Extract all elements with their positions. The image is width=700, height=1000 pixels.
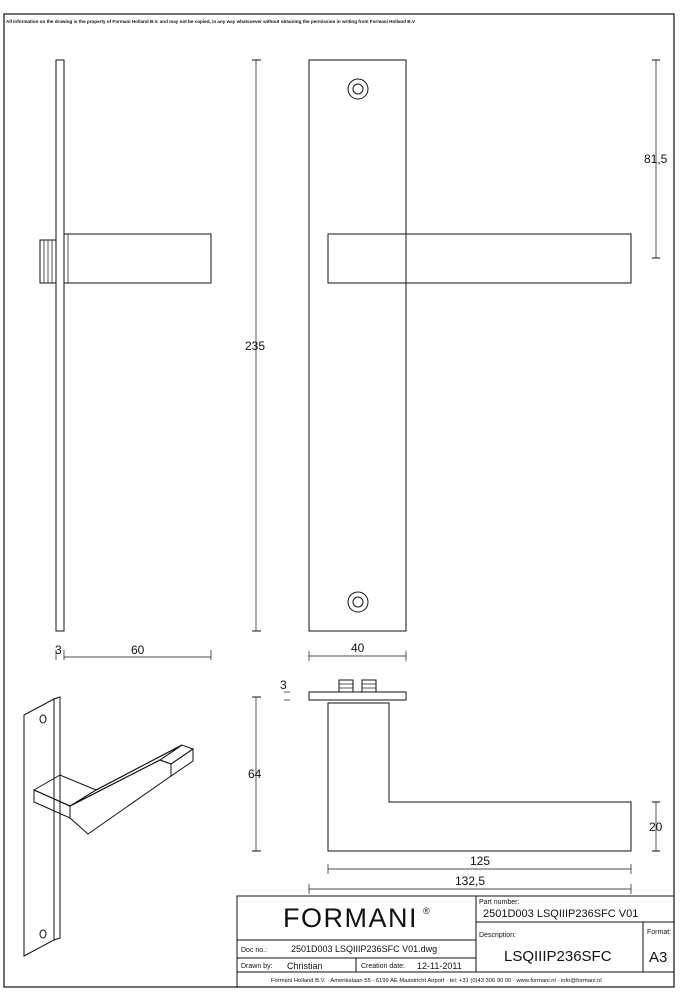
dim-overall-length: 132,5 [455,874,485,888]
drawn-by-label: Drawn by: [241,963,273,970]
copyright-notice: All information on the drawing is the pr… [6,19,416,24]
registered-mark: ® [423,906,430,916]
dimension-lever-thickness: 20 [649,801,663,852]
dimension-lever-drop: 64 [248,696,262,852]
dim-rose-thickness: 3 [280,678,287,692]
format-value: A3 [649,949,667,966]
doc-no-label: Doc no.: [241,947,267,954]
dim-lever-length: 125 [470,854,490,868]
dimension-lever-offset: 81,5 [644,59,668,259]
brand-logo: FORMANI [283,903,418,933]
lever-front [327,233,632,284]
dim-overall-height: 235 [245,339,265,353]
dimension-plate-width: 40 [308,641,407,661]
dimension-overall-height: 235 [245,59,265,632]
part-number-value: 2501D003 LSQIIIP236SFC V01 [483,908,638,920]
dimension-overall-length: 132,5 [308,874,632,894]
part-number-label: Part number: [479,899,520,906]
description-value: LSQIIIP236SFC [504,948,612,965]
title-block: FORMANI ® Doc no.: 2501D003 LSQIIIP236SF… [236,895,675,988]
isometric-view [23,696,195,957]
side-view [39,59,212,632]
front-view [308,59,632,632]
format-label: Format: [647,929,671,936]
sheet-border [3,13,675,988]
dim-plate-width: 40 [351,641,365,655]
company-address: Formani Holland B.V. · Amerikalaan 55 · … [271,978,602,984]
dim-handle-projection: 60 [131,643,145,657]
screw-hole-bottom [347,591,369,613]
creation-date-label: Creation date: [361,963,405,970]
dim-lever-drop: 64 [248,767,262,781]
creation-date-value: 12-11-2011 [417,961,462,971]
drawn-by-value: Christian [287,961,323,971]
dim-lever-thickness: 20 [649,820,663,834]
description-label: Description: [479,932,516,939]
dim-plate-thickness: 3 [55,643,62,657]
screw-hole-top [347,78,369,100]
dimension-side-horizontal: 3 60 [55,643,212,660]
dim-lever-height-offset: 81,5 [644,152,668,166]
dimension-lever-length: 125 [327,854,632,874]
dimension-rose-thickness: 3 [280,678,290,701]
top-view [308,679,632,852]
doc-no-value: 2501D003 LSQIIIP236SFC V01.dwg [291,944,437,954]
